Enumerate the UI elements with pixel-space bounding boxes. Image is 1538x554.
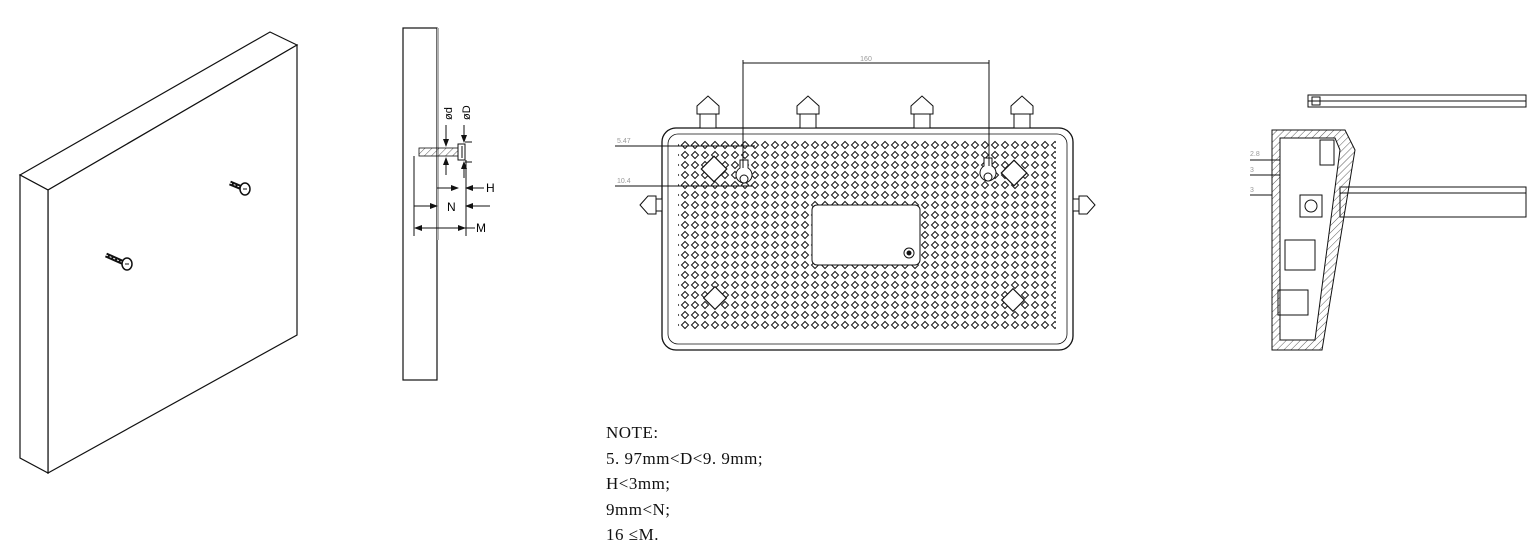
section-dimension-1: 2.8 bbox=[1250, 151, 1260, 158]
antenna-connector-icon bbox=[639, 195, 663, 215]
screw-icon bbox=[104, 252, 133, 271]
dimension-top-offset: 5.47 bbox=[617, 138, 631, 145]
section-dimension-2: 3 bbox=[1250, 167, 1254, 174]
antenna-connector-icon bbox=[910, 95, 934, 129]
side-profile bbox=[402, 27, 490, 381]
note-line: 9mm<N; bbox=[606, 499, 671, 519]
wall-panel bbox=[18, 31, 299, 475]
keyhole-icon bbox=[979, 157, 997, 182]
label-D: øD bbox=[461, 105, 473, 120]
note-line: H<3mm; bbox=[606, 474, 671, 493]
antenna-connector-icon bbox=[796, 95, 820, 129]
note-title: NOTE: bbox=[606, 423, 659, 442]
label-d: ød bbox=[443, 107, 455, 120]
antenna-connector-icon bbox=[696, 95, 720, 129]
label-N: N bbox=[447, 200, 456, 214]
antenna-connector-icon bbox=[1010, 95, 1034, 129]
label-M: M bbox=[476, 221, 486, 235]
screw-icon bbox=[229, 180, 251, 196]
note-line: 16 ≤M. bbox=[606, 525, 659, 544]
router-bottom-view bbox=[615, 60, 1096, 351]
antenna-connector-icon bbox=[1072, 195, 1096, 215]
section-dimension-3: 3 bbox=[1250, 187, 1254, 194]
installation-note: NOTE: 5. 97mm<D<9. 9mm; H<3mm; 9mm<N; 16… bbox=[606, 420, 763, 548]
note-line: 5. 97mm<D<9. 9mm; bbox=[606, 448, 764, 468]
dimension-width: 160 bbox=[860, 56, 872, 63]
label-H: H bbox=[486, 181, 495, 195]
router-section-view bbox=[1250, 94, 1527, 351]
dimension-second-offset: 10.4 bbox=[617, 178, 631, 185]
keyhole-icon bbox=[735, 159, 753, 184]
